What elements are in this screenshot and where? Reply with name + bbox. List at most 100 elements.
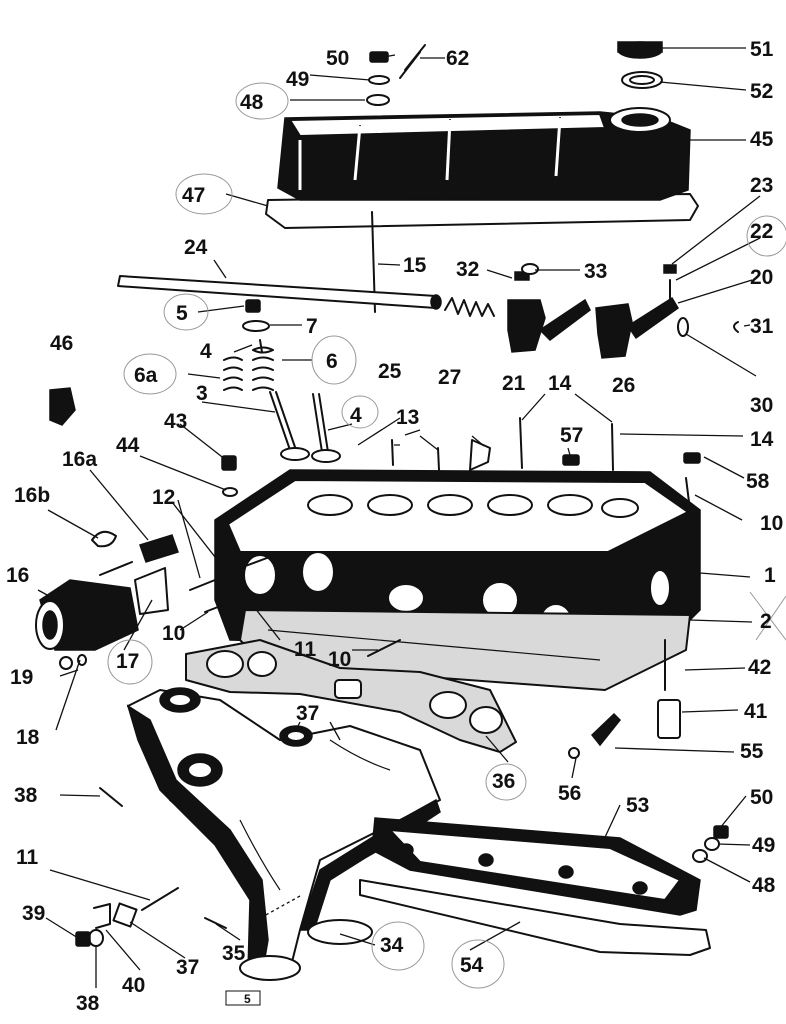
label-21: 21 <box>502 372 526 395</box>
label-4: 4 <box>350 404 362 427</box>
label-11a: 11 <box>294 638 317 661</box>
label-19: 19 <box>10 666 33 689</box>
label-53: 51 <box>750 38 774 61</box>
spark-plug <box>590 712 622 747</box>
clip-16b <box>91 530 117 548</box>
label-31: 31 <box>750 315 774 338</box>
bracket-48 <box>49 387 76 426</box>
label-17: 17 <box>116 650 139 673</box>
stud-35 <box>204 917 227 929</box>
rocker-shaft <box>117 275 442 310</box>
sleeve-43 <box>657 699 681 739</box>
label-51b: 49 <box>752 834 775 857</box>
label-12: 12 <box>152 486 175 509</box>
label-36: 36 <box>492 770 515 793</box>
stud-11-lower <box>141 887 179 911</box>
nut-59 <box>562 454 580 466</box>
label-42: 40 <box>122 974 145 997</box>
washer-19 <box>59 656 73 670</box>
label-18: 18 <box>16 726 40 749</box>
valve-assembly <box>223 299 341 463</box>
water-pipe-16a <box>139 534 179 563</box>
label-6: 6 <box>326 350 338 373</box>
clamp-39 <box>112 902 138 928</box>
label-58: 56 <box>558 782 581 805</box>
label-39: 37 <box>176 956 199 979</box>
label-48: 46 <box>50 332 73 355</box>
page-stamp: 5 <box>225 990 261 1006</box>
label-8: 5 <box>176 302 188 325</box>
plate-42 <box>93 903 111 929</box>
nut-41 <box>75 931 91 947</box>
rocker-cover-gasket <box>265 193 699 229</box>
label-45: 43 <box>164 410 187 433</box>
label-61: 62 <box>446 47 469 70</box>
label-35: 35 <box>222 942 246 965</box>
label-38: 38 <box>14 784 38 807</box>
cover-nut-stack <box>366 44 426 106</box>
label-60: 58 <box>746 470 770 493</box>
washer-18 <box>77 654 87 666</box>
label-34: 34 <box>380 934 404 957</box>
washer-46 <box>222 487 238 497</box>
label-49: 47 <box>182 184 205 207</box>
label-2: 2 <box>760 610 772 633</box>
gasket-17 <box>134 567 169 615</box>
label-25: 25 <box>378 360 402 383</box>
label-54: 52 <box>750 80 773 103</box>
label-16b: 16b <box>14 484 50 507</box>
adjusting-nut <box>663 264 677 274</box>
nut-60 <box>683 452 701 464</box>
label-3: 3 <box>196 382 208 405</box>
label-10a: 10 <box>162 622 185 645</box>
locknut-32 <box>514 271 530 281</box>
label-27: 27 <box>438 366 461 389</box>
label-1: 1 <box>764 564 776 587</box>
label-37: 37 <box>296 702 319 725</box>
label-7: 7 <box>306 315 318 338</box>
exhaust-inlet-manifold <box>126 687 441 981</box>
washer-50b <box>692 849 708 863</box>
washer-58 <box>568 747 580 759</box>
label-51: 49 <box>286 68 309 91</box>
label-47: 45 <box>750 128 774 151</box>
page-stamp-text: 5 <box>244 992 251 1006</box>
label-59: 57 <box>560 424 583 447</box>
label-52b: 50 <box>750 786 773 809</box>
label-50b: 48 <box>752 874 776 897</box>
stud-14 <box>519 417 614 471</box>
label-40: 38 <box>76 992 100 1015</box>
label-22: 22 <box>750 220 773 243</box>
label-24: 24 <box>184 236 208 259</box>
label-16a: 16a <box>62 448 97 471</box>
rocker-arm-left <box>507 298 591 353</box>
leader-lines <box>37 47 761 988</box>
washer-40 <box>88 929 104 947</box>
label-43: 41 <box>744 700 768 723</box>
label-23: 23 <box>750 174 773 197</box>
stud-12 <box>189 577 221 591</box>
label-41: 39 <box>22 902 45 925</box>
washer-51b <box>704 837 720 851</box>
label-26: 26 <box>612 374 635 397</box>
label-15: 15 <box>403 254 427 277</box>
label-14b: 14 <box>750 428 774 451</box>
circlip <box>733 321 739 333</box>
label-50: 48 <box>240 91 264 114</box>
callout-labels: 50 62 49 48 51 52 45 47 23 22 24 15 32 3… <box>6 38 783 1015</box>
stud-38 <box>99 787 123 807</box>
bracket-62 <box>469 439 491 471</box>
rocker-shaft-spring <box>444 297 495 317</box>
label-57: 55 <box>740 740 764 763</box>
label-46: 44 <box>116 434 140 457</box>
thermostat-housing <box>35 561 139 651</box>
label-20: 20 <box>750 266 773 289</box>
label-5: 4 <box>200 340 212 363</box>
label-44: 42 <box>748 656 771 679</box>
label-33: 33 <box>584 260 607 283</box>
label-6a: 6a <box>134 364 158 387</box>
label-9: 10 <box>760 512 783 535</box>
tappet-side-cover <box>371 817 701 916</box>
locknut-33 <box>521 263 539 275</box>
